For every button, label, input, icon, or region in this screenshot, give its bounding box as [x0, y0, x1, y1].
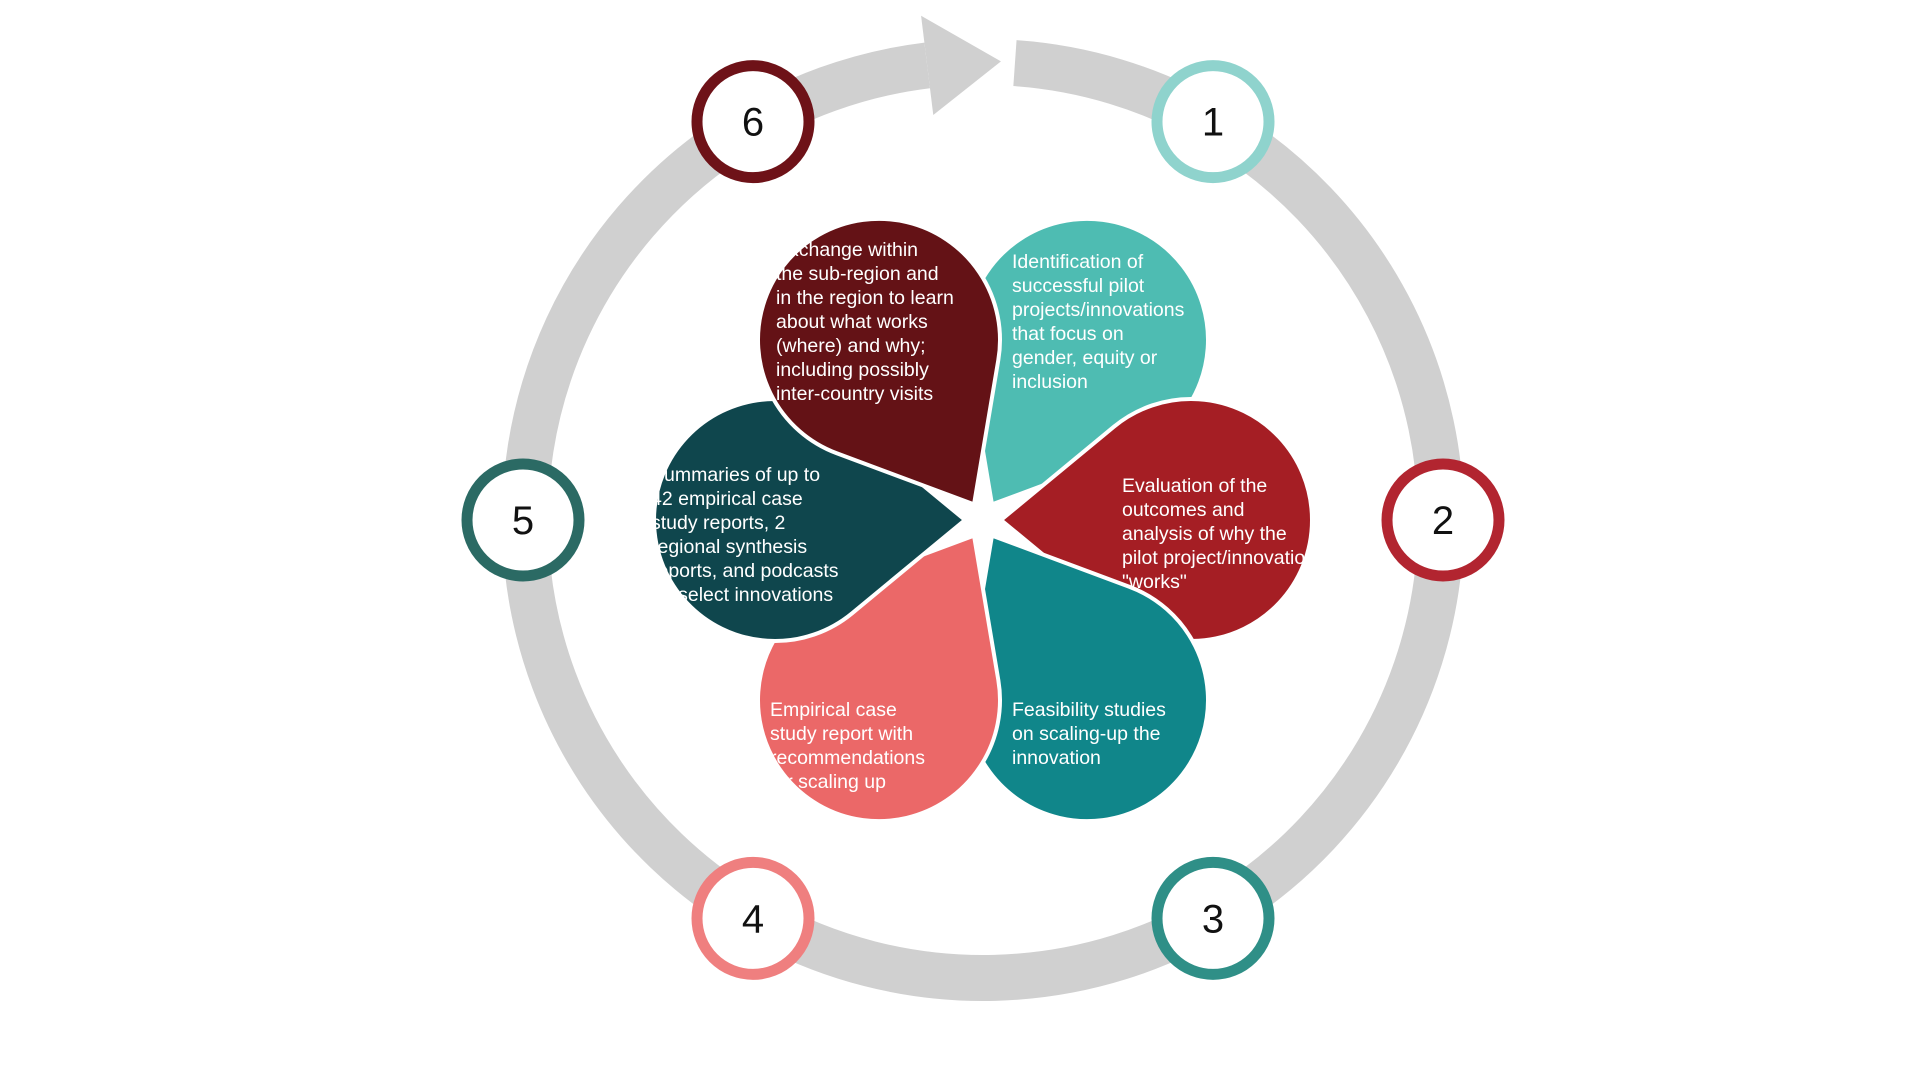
step-2-description: Evaluation of the outcomes and analysis …: [1122, 475, 1317, 593]
step-3-number: 3: [1202, 897, 1224, 941]
cycle-arrow-head: [921, 15, 1001, 116]
step-1-number: 1: [1202, 101, 1224, 145]
step-3-badge: [1151, 856, 1275, 980]
step-2-badge: [1381, 458, 1505, 582]
step-6-petal: [756, 216, 1002, 507]
step-4-badge: [691, 856, 815, 980]
step-1-description: Identification of successful pilot proje…: [1012, 251, 1185, 393]
step-3-description: Feasibility studies on scaling-up the in…: [1012, 699, 1166, 769]
step-5-number: 5: [512, 499, 534, 543]
step-badges: 1 2 3 4 5 6: [461, 60, 1505, 980]
step-5-description: Summaries of up to 42 empirical case stu…: [651, 464, 839, 606]
step-6-badge: [691, 60, 815, 184]
cycle-ring: [502, 40, 1464, 1001]
step-6-number: 6: [742, 101, 764, 145]
step-1-badge: [1151, 60, 1275, 184]
step-4-number: 4: [742, 897, 764, 941]
step-6-description: Exchange within the sub-region and in th…: [776, 239, 954, 405]
step-4-description: Empirical case study report with recomme…: [770, 699, 925, 793]
step-2-number: 2: [1432, 499, 1454, 543]
step-5-badge: [461, 458, 585, 582]
petals-group: [652, 216, 1314, 824]
